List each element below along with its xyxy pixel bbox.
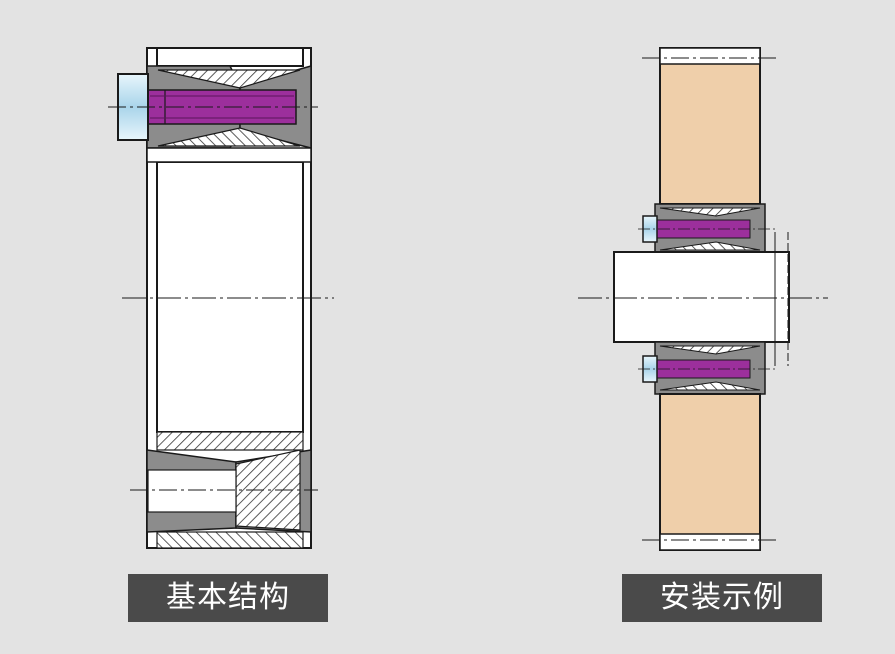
inner-bore [156, 161, 304, 433]
lower-band [156, 431, 304, 451]
top-cap [156, 47, 304, 67]
caption-installation-example: 安装示例 [622, 574, 822, 622]
upper-band [146, 147, 312, 163]
lower-bore-hole [147, 469, 237, 513]
upper-cone-top [157, 69, 301, 89]
shaft [613, 251, 790, 343]
upper-cone-bottom [157, 127, 301, 147]
caption-basic-structure: 基本结构 [128, 574, 328, 622]
lower-cap [156, 531, 304, 549]
installation-example-diagram [578, 47, 828, 551]
hub-lower [659, 393, 761, 551]
hub-upper [659, 47, 761, 205]
basic-structure-diagram [108, 47, 334, 549]
